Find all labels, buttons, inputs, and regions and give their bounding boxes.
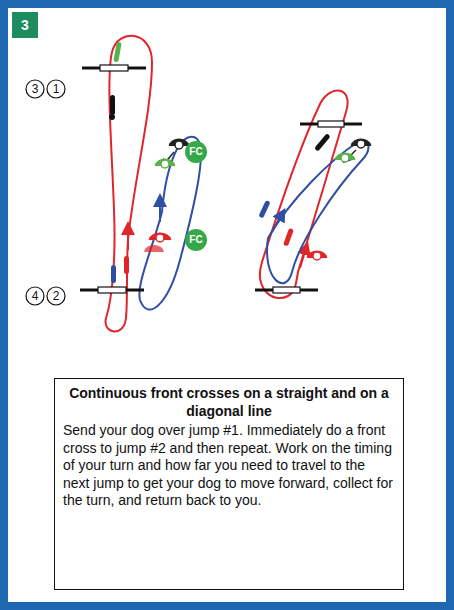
circle-shape xyxy=(185,141,207,163)
step-badge: 3 xyxy=(12,12,38,38)
callout-number: 3 xyxy=(25,79,45,99)
callout-number: 3 xyxy=(25,79,45,99)
callout-number: 1 xyxy=(46,79,66,99)
callout-number: 2 xyxy=(46,286,66,306)
circle-shape xyxy=(47,80,65,98)
caption-box: Continuous front crosses on a straight a… xyxy=(54,378,404,590)
front-cross-marker: FC xyxy=(184,228,208,252)
callout-number: 2 xyxy=(46,286,66,306)
callout-number: 4 xyxy=(25,286,45,306)
marker-label: FC xyxy=(184,228,208,252)
circle-shape xyxy=(26,80,44,98)
circle-shape xyxy=(47,287,65,305)
caption-heading: Continuous front crosses on a straight a… xyxy=(63,385,395,420)
callout-number: 4 xyxy=(25,286,45,306)
callout-number: 1 xyxy=(46,79,66,99)
step-number: 3 xyxy=(12,12,38,38)
caption-body: Send your dog over jump #1. Immediately … xyxy=(63,422,395,510)
circle-shape xyxy=(185,229,207,251)
front-cross-marker: FC xyxy=(184,140,208,164)
marker-label: FC xyxy=(184,140,208,164)
circle-shape xyxy=(26,287,44,305)
